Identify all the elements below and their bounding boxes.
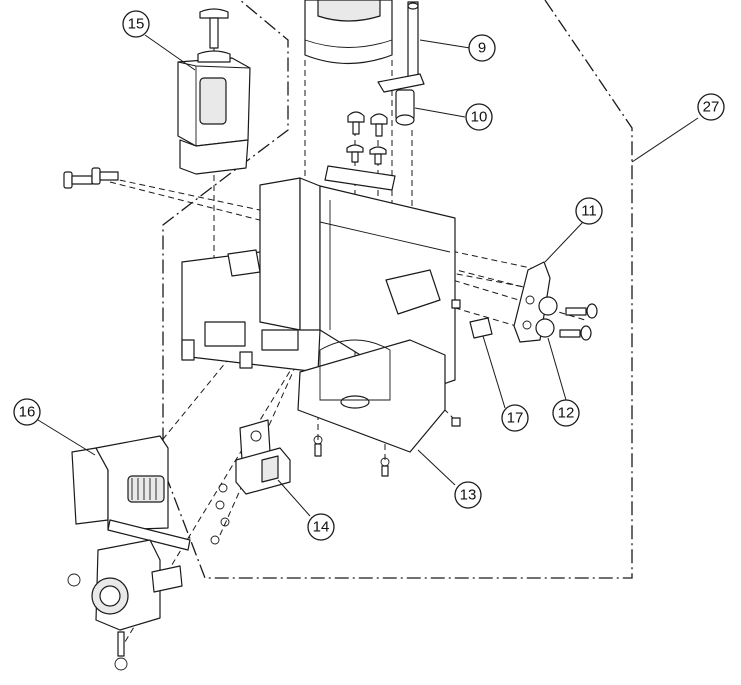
callout-16: 16 [13,398,41,426]
svg-text:13: 13 [460,487,477,504]
bracket-part-10 [377,73,425,126]
svg-text:14: 14 [313,519,330,536]
sensor-part-14 [210,419,291,545]
callout-17: 17 [501,404,529,432]
svg-text:15: 15 [128,16,145,33]
callout-10: 10 [465,103,493,131]
svg-text:11: 11 [581,203,597,220]
callout-9: 9 [468,34,496,62]
callout-15: 15 [122,10,150,38]
solenoid-part-15 [177,8,251,175]
leader-lines [37,34,699,517]
motor-assembly-part-16 [67,435,191,671]
screws-left [63,167,119,189]
callout-13: 13 [454,481,482,509]
svg-text:12: 12 [558,405,575,422]
main-frame-part-13 [181,177,461,477]
assembly-boundary-27 [162,0,633,579]
roller-cylinder [304,0,393,65]
svg-text:9: 9 [478,40,486,57]
shaft-part-9 [407,1,419,81]
callout-12: 12 [552,399,580,427]
screws-top-center [346,111,388,165]
svg-text:17: 17 [507,410,524,427]
svg-text:16: 16 [19,404,36,421]
block-part-17 [469,317,493,339]
standoffs-part-12 [535,296,598,341]
callout-27: 27 [697,93,725,121]
svg-text:27: 27 [703,99,720,116]
svg-text:10: 10 [471,109,488,126]
label-plate [324,165,396,191]
callout-14: 14 [307,513,335,541]
callout-11: 11 [575,197,603,225]
